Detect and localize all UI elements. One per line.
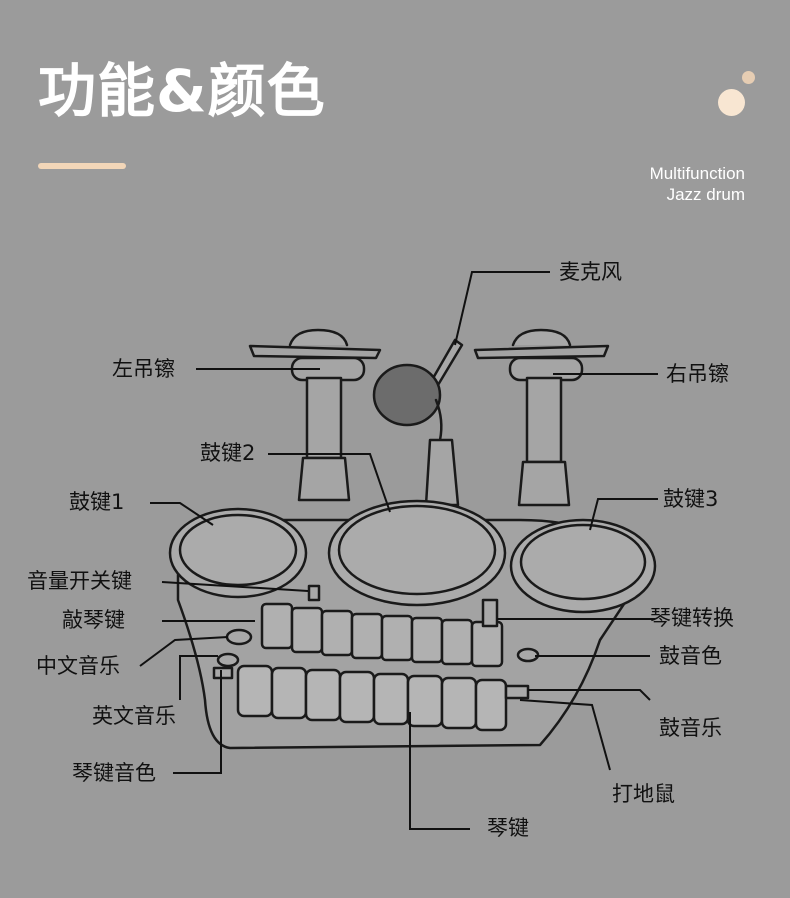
label-piano-key-switch: 琴键转换 [650, 608, 734, 629]
label-drum-music: 鼓音乐 [659, 718, 722, 739]
microphone-drawing [374, 340, 462, 505]
label-chinese-music: 中文音乐 [36, 656, 120, 677]
drum-2-drawing [329, 501, 505, 605]
label-drum-key-2: 鼓键2 [200, 443, 255, 464]
label-drum-key-1: 鼓键1 [69, 492, 124, 513]
label-tap-piano-key: 敲琴键 [62, 610, 125, 631]
label-english-music: 英文音乐 [92, 706, 176, 727]
label-piano-tone: 琴键音色 [72, 763, 156, 784]
right-cymbal-drawing [475, 330, 608, 505]
label-piano-keys: 琴键 [487, 818, 529, 839]
label-whack-a-mole: 打地鼠 [612, 784, 675, 805]
left-cymbal-drawing [250, 330, 380, 500]
label-left-cymbal: 左吊镲 [112, 359, 175, 380]
label-right-cymbal: 右吊镲 [666, 364, 729, 385]
label-microphone: 麦克风 [559, 262, 622, 283]
label-drum-tone: 鼓音色 [659, 646, 722, 667]
label-drum-key-3: 鼓键3 [663, 489, 718, 510]
label-volume-switch: 音量开关键 [27, 571, 132, 592]
